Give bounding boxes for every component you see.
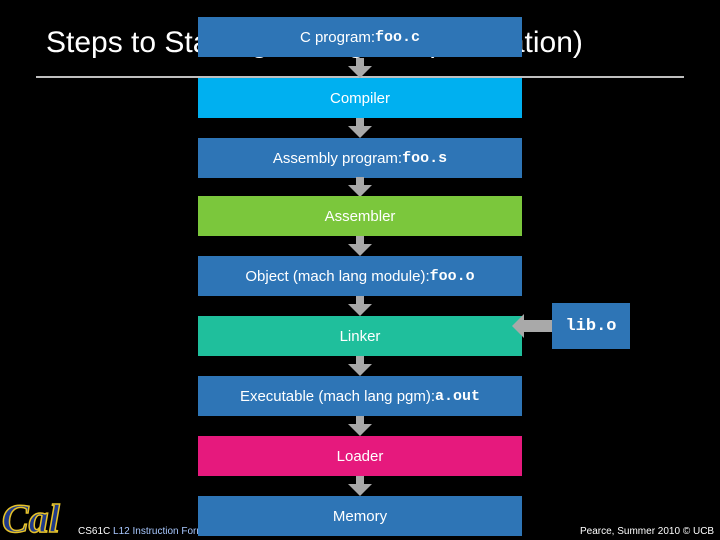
c-program-box: C program: foo.c: [198, 17, 522, 57]
memory-label: Memory: [332, 507, 388, 525]
arrow-down-icon: [348, 177, 372, 197]
assembly-program-box: Assembly program: foo.s: [198, 138, 522, 178]
arrow-left-icon: [512, 314, 554, 338]
executable-label: Executable (mach lang pgm):: [239, 387, 436, 405]
executable-file: a.out: [435, 387, 481, 405]
memory-box: Memory: [198, 496, 522, 536]
loader-label: Loader: [336, 447, 384, 465]
arrow-down-icon: [348, 58, 372, 78]
assembly-program-label: Assembly program:: [272, 149, 403, 167]
arrow-down-icon: [348, 236, 372, 256]
linker-label: Linker: [339, 327, 381, 345]
executable-box: Executable (mach lang pgm): a.out: [198, 376, 522, 416]
object-module-file: foo.o: [429, 267, 475, 285]
c-program-file: foo.c: [375, 28, 421, 46]
cal-logo: Cal: [1, 495, 61, 540]
linker-box: Linker: [198, 316, 522, 356]
library-file: lib.o: [565, 316, 617, 336]
arrow-down-icon: [348, 416, 372, 436]
arrow-down-icon: [348, 296, 372, 316]
arrow-down-icon: [348, 476, 372, 496]
assembler-label: Assembler: [324, 207, 396, 225]
library-box: lib.o: [552, 303, 630, 349]
compiler-box: Compiler: [198, 78, 522, 118]
svg-text:Cal: Cal: [2, 496, 61, 540]
arrow-down-icon: [348, 356, 372, 376]
arrow-down-icon: [348, 118, 372, 138]
compiler-label: Compiler: [329, 89, 390, 107]
object-module-box: Object (mach lang module): foo.o: [198, 256, 522, 296]
object-module-label: Object (mach lang module):: [245, 267, 430, 285]
assembly-program-file: foo.s: [402, 149, 448, 167]
footer-credit: Pearce, Summer 2010 © UCB: [580, 526, 715, 537]
assembler-box: Assembler: [198, 196, 522, 236]
loader-box: Loader: [198, 436, 522, 476]
footer-course-code: CS61C: [78, 526, 114, 537]
c-program-label: C program:: [299, 28, 375, 46]
